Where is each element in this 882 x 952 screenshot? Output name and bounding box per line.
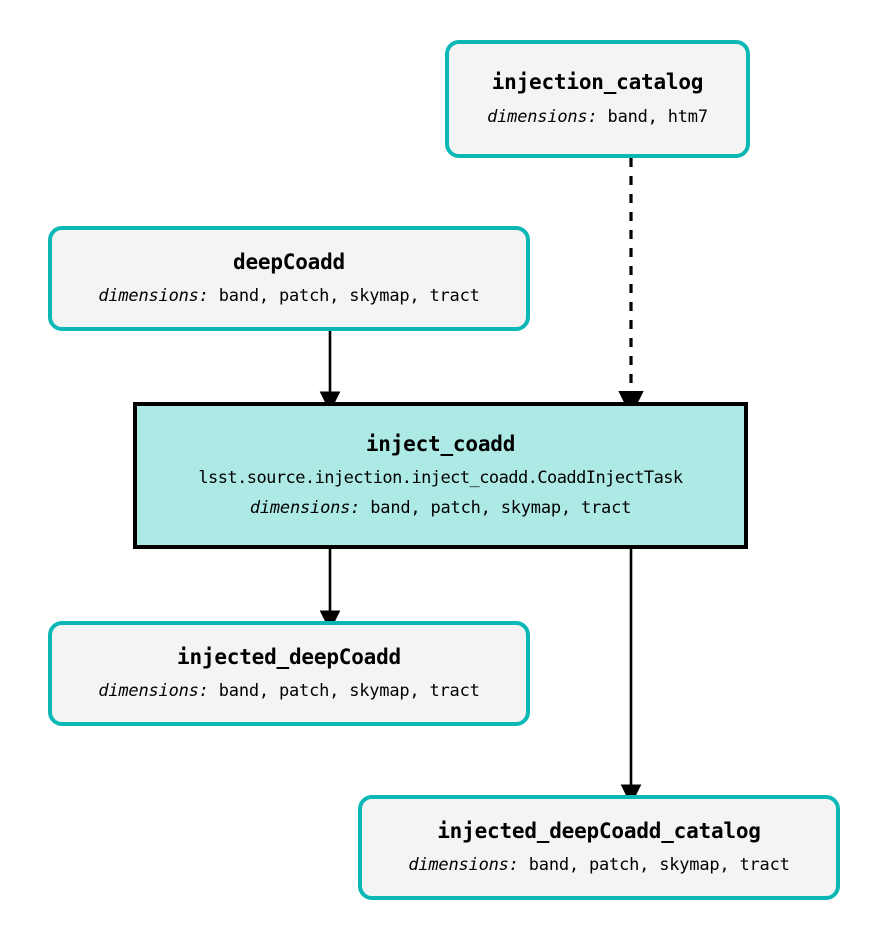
node-injected-deepcoadd[interactable]: injected_deepCoadd dimensions: band, pat… <box>48 621 530 726</box>
node-title: injected_deepCoadd_catalog <box>437 818 761 843</box>
dimensions-label: dimensions: <box>98 286 219 307</box>
node-deepcoadd[interactable]: deepCoadd dimensions: band, patch, skyma… <box>48 226 530 331</box>
node-class-path: lsst.source.injection.inject_coadd.Coadd… <box>198 467 683 488</box>
dimensions-value: band, patch, skymap, tract <box>370 497 632 518</box>
dimensions-value: band, htm7 <box>607 106 709 127</box>
node-title: deepCoadd <box>233 249 345 274</box>
node-dimensions: dimensions: band, patch, skymap, tract <box>98 286 480 307</box>
node-inject-coadd-task[interactable]: inject_coadd lsst.source.injection.injec… <box>133 402 748 549</box>
node-title: injection_catalog <box>491 70 704 95</box>
dimensions-value: band, patch, skymap, tract <box>218 681 480 702</box>
node-dimensions: dimensions: band, patch, skymap, tract <box>408 855 790 876</box>
dimensions-label: dimensions: <box>249 497 371 518</box>
dimensions-value: band, patch, skymap, tract <box>528 855 790 876</box>
node-injection-catalog[interactable]: injection_catalog dimensions: band, htm7 <box>445 40 750 158</box>
node-title: injected_deepCoadd <box>177 644 401 669</box>
node-dimensions: dimensions: band, patch, skymap, tract <box>249 497 632 518</box>
dimensions-label: dimensions: <box>98 681 219 702</box>
dimensions-label: dimensions: <box>487 106 608 127</box>
dimensions-value: band, patch, skymap, tract <box>218 286 480 307</box>
node-injected-deepcoadd-catalog[interactable]: injected_deepCoadd_catalog dimensions: b… <box>358 795 840 900</box>
node-dimensions: dimensions: band, htm7 <box>487 107 708 127</box>
node-title: inject_coadd <box>365 432 516 457</box>
dimensions-label: dimensions: <box>408 855 529 876</box>
node-dimensions: dimensions: band, patch, skymap, tract <box>98 681 480 702</box>
